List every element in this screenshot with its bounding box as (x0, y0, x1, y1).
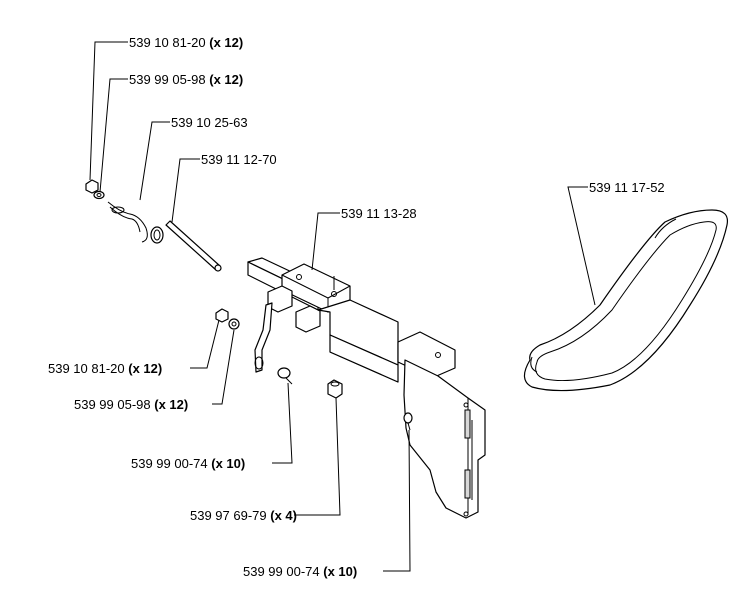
callout-bolt-left-qty: (x 10) (211, 456, 245, 471)
callout-washer-lower-qty: (x 12) (154, 397, 188, 412)
callout-nut-top-part: 539 10 81-20 (129, 35, 206, 50)
callout-bolt-right-part: 539 99 00-74 (243, 564, 320, 579)
drive-belt (523, 209, 729, 392)
callout-belt: 539 11 17-52 (589, 180, 665, 195)
callout-nut-lower: 539 10 81-20 (x 12) (48, 361, 162, 376)
callout-washer-top: 539 99 05-98 (x 12) (129, 72, 243, 87)
callout-spacer: 539 97 69-79 (x 4) (190, 508, 297, 523)
hairpin-clip (107, 201, 148, 243)
callout-rod: 539 11 12-70 (201, 152, 277, 167)
lever-link (254, 302, 273, 373)
main-bracket (247, 257, 486, 519)
callout-hairpin-part: 539 10 25-63 (171, 115, 248, 130)
pin-rod (165, 220, 222, 272)
callout-nut-top-qty: (x 12) (209, 35, 243, 50)
callout-bolt-left-part: 539 99 00-74 (131, 456, 208, 471)
callout-bracket-part: 539 11 13-28 (341, 206, 417, 221)
callout-washer-top-part: 539 99 05-98 (129, 72, 206, 87)
callout-belt-part: 539 11 17-52 (589, 180, 665, 195)
callout-nut-lower-part: 539 10 81-20 (48, 361, 125, 376)
callout-washer-top-qty: (x 12) (209, 72, 243, 87)
top-nut (85, 179, 105, 200)
callout-rod-part: 539 11 12-70 (201, 152, 277, 167)
lower-nut (215, 308, 240, 330)
callout-spacer-part: 539 97 69-79 (190, 508, 267, 523)
callout-washer-lower-part: 539 99 05-98 (74, 397, 151, 412)
bolt-right (403, 412, 413, 431)
callout-hairpin: 539 10 25-63 (171, 115, 248, 130)
callout-bolt-right-qty: (x 10) (323, 564, 357, 579)
rod-ring (150, 226, 164, 244)
spacer (327, 379, 343, 399)
callout-spacer-qty: (x 4) (270, 508, 297, 523)
leader-lines (89, 41, 596, 572)
callout-nut-lower-qty: (x 12) (128, 361, 162, 376)
callout-bracket: 539 11 13-28 (341, 206, 417, 221)
bolt-left (277, 367, 293, 385)
callout-nut-top: 539 10 81-20 (x 12) (129, 35, 243, 50)
callout-bolt-left: 539 99 00-74 (x 10) (131, 456, 245, 471)
callout-washer-lower: 539 99 05-98 (x 12) (74, 397, 188, 412)
callout-bolt-right: 539 99 00-74 (x 10) (243, 564, 357, 579)
